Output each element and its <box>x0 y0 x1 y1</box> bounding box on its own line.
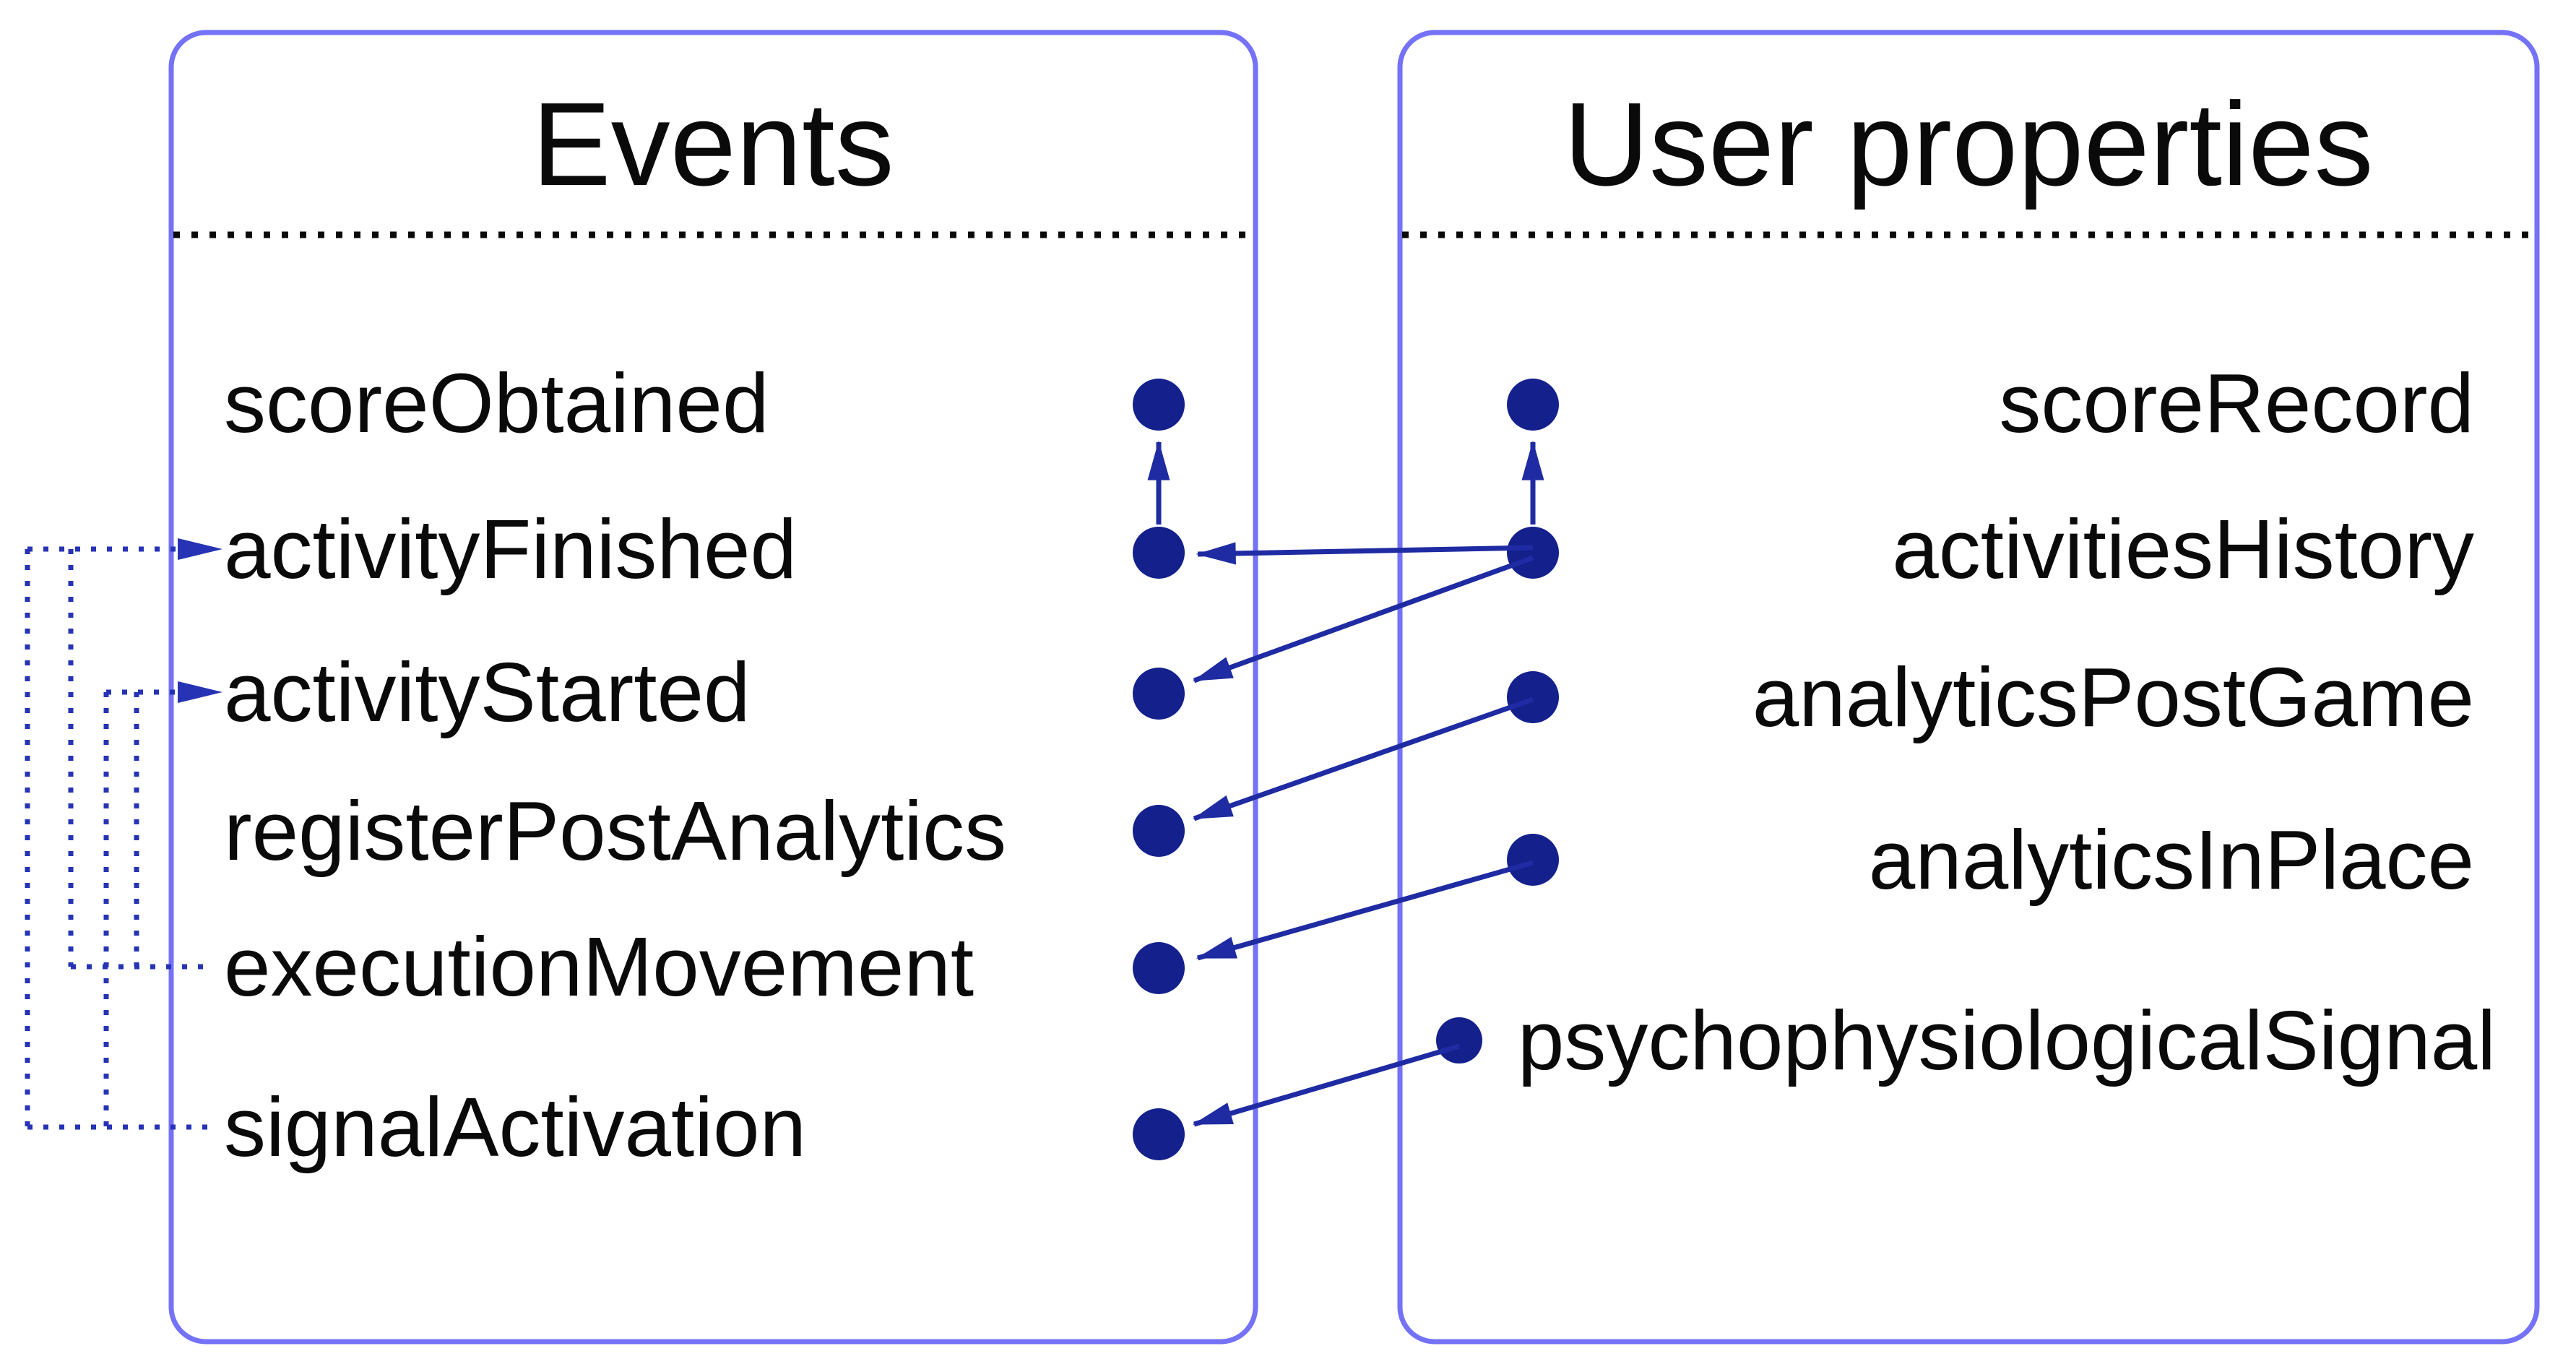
property-label-analyticsInPlace: analyticsInPlace <box>1869 813 2474 907</box>
event-label-registerPostAnalytics: registerPostAnalytics <box>224 784 1006 878</box>
property-dot-analyticsPostGame <box>1507 671 1559 723</box>
arrow-psychophysiologicalSignal-to-signalActivation <box>1192 1043 1460 1127</box>
arrow-activitiesHistory-to-activityStarted <box>1192 555 1534 683</box>
event-dot-registerPostAnalytics <box>1133 805 1185 857</box>
arrow-analyticsInPlace-to-executionMovement <box>1196 860 1534 961</box>
property-dot-psychophysiologicalSignal <box>1436 1017 1482 1063</box>
event-dot-activityFinished <box>1133 527 1185 579</box>
property-dot-activitiesHistory <box>1507 527 1559 579</box>
user-properties-box-title: User properties <box>1563 78 2373 210</box>
event-dot-signalActivation <box>1133 1108 1185 1160</box>
user-properties-box <box>1397 30 2540 1345</box>
event-label-activityStarted: activityStarted <box>224 645 751 739</box>
event-label-scoreObtained: scoreObtained <box>224 356 769 450</box>
property-label-psychophysiologicalSignal: psychophysiologicalSignal <box>1518 993 2496 1087</box>
arrow-activitiesHistory-to-activityFinished <box>1196 542 1534 565</box>
property-label-scoreRecord: scoreRecord <box>1999 356 2474 450</box>
events-box <box>168 30 1258 1345</box>
property-dot-scoreRecord <box>1507 379 1559 431</box>
event-dot-executionMovement <box>1133 942 1185 994</box>
events-box-title: Events <box>532 78 894 210</box>
event-label-signalActivation: signalActivation <box>224 1080 806 1174</box>
arrow-analyticsPostGame-to-registerPostAnalytics <box>1192 696 1534 821</box>
event-label-activityFinished: activityFinished <box>224 502 797 596</box>
property-dot-analyticsInPlace <box>1507 834 1559 886</box>
dotted-arrowhead-activityStarted-icon <box>178 681 222 703</box>
event-dot-activityStarted <box>1133 668 1185 720</box>
event-label-executionMovement: executionMovement <box>224 920 974 1014</box>
property-label-analyticsPostGame: analyticsPostGame <box>1752 650 2474 744</box>
dotted-arrowhead-activityFinished-icon <box>178 538 222 560</box>
event-dot-scoreObtained <box>1133 379 1185 431</box>
property-label-activitiesHistory: activitiesHistory <box>1892 502 2474 596</box>
